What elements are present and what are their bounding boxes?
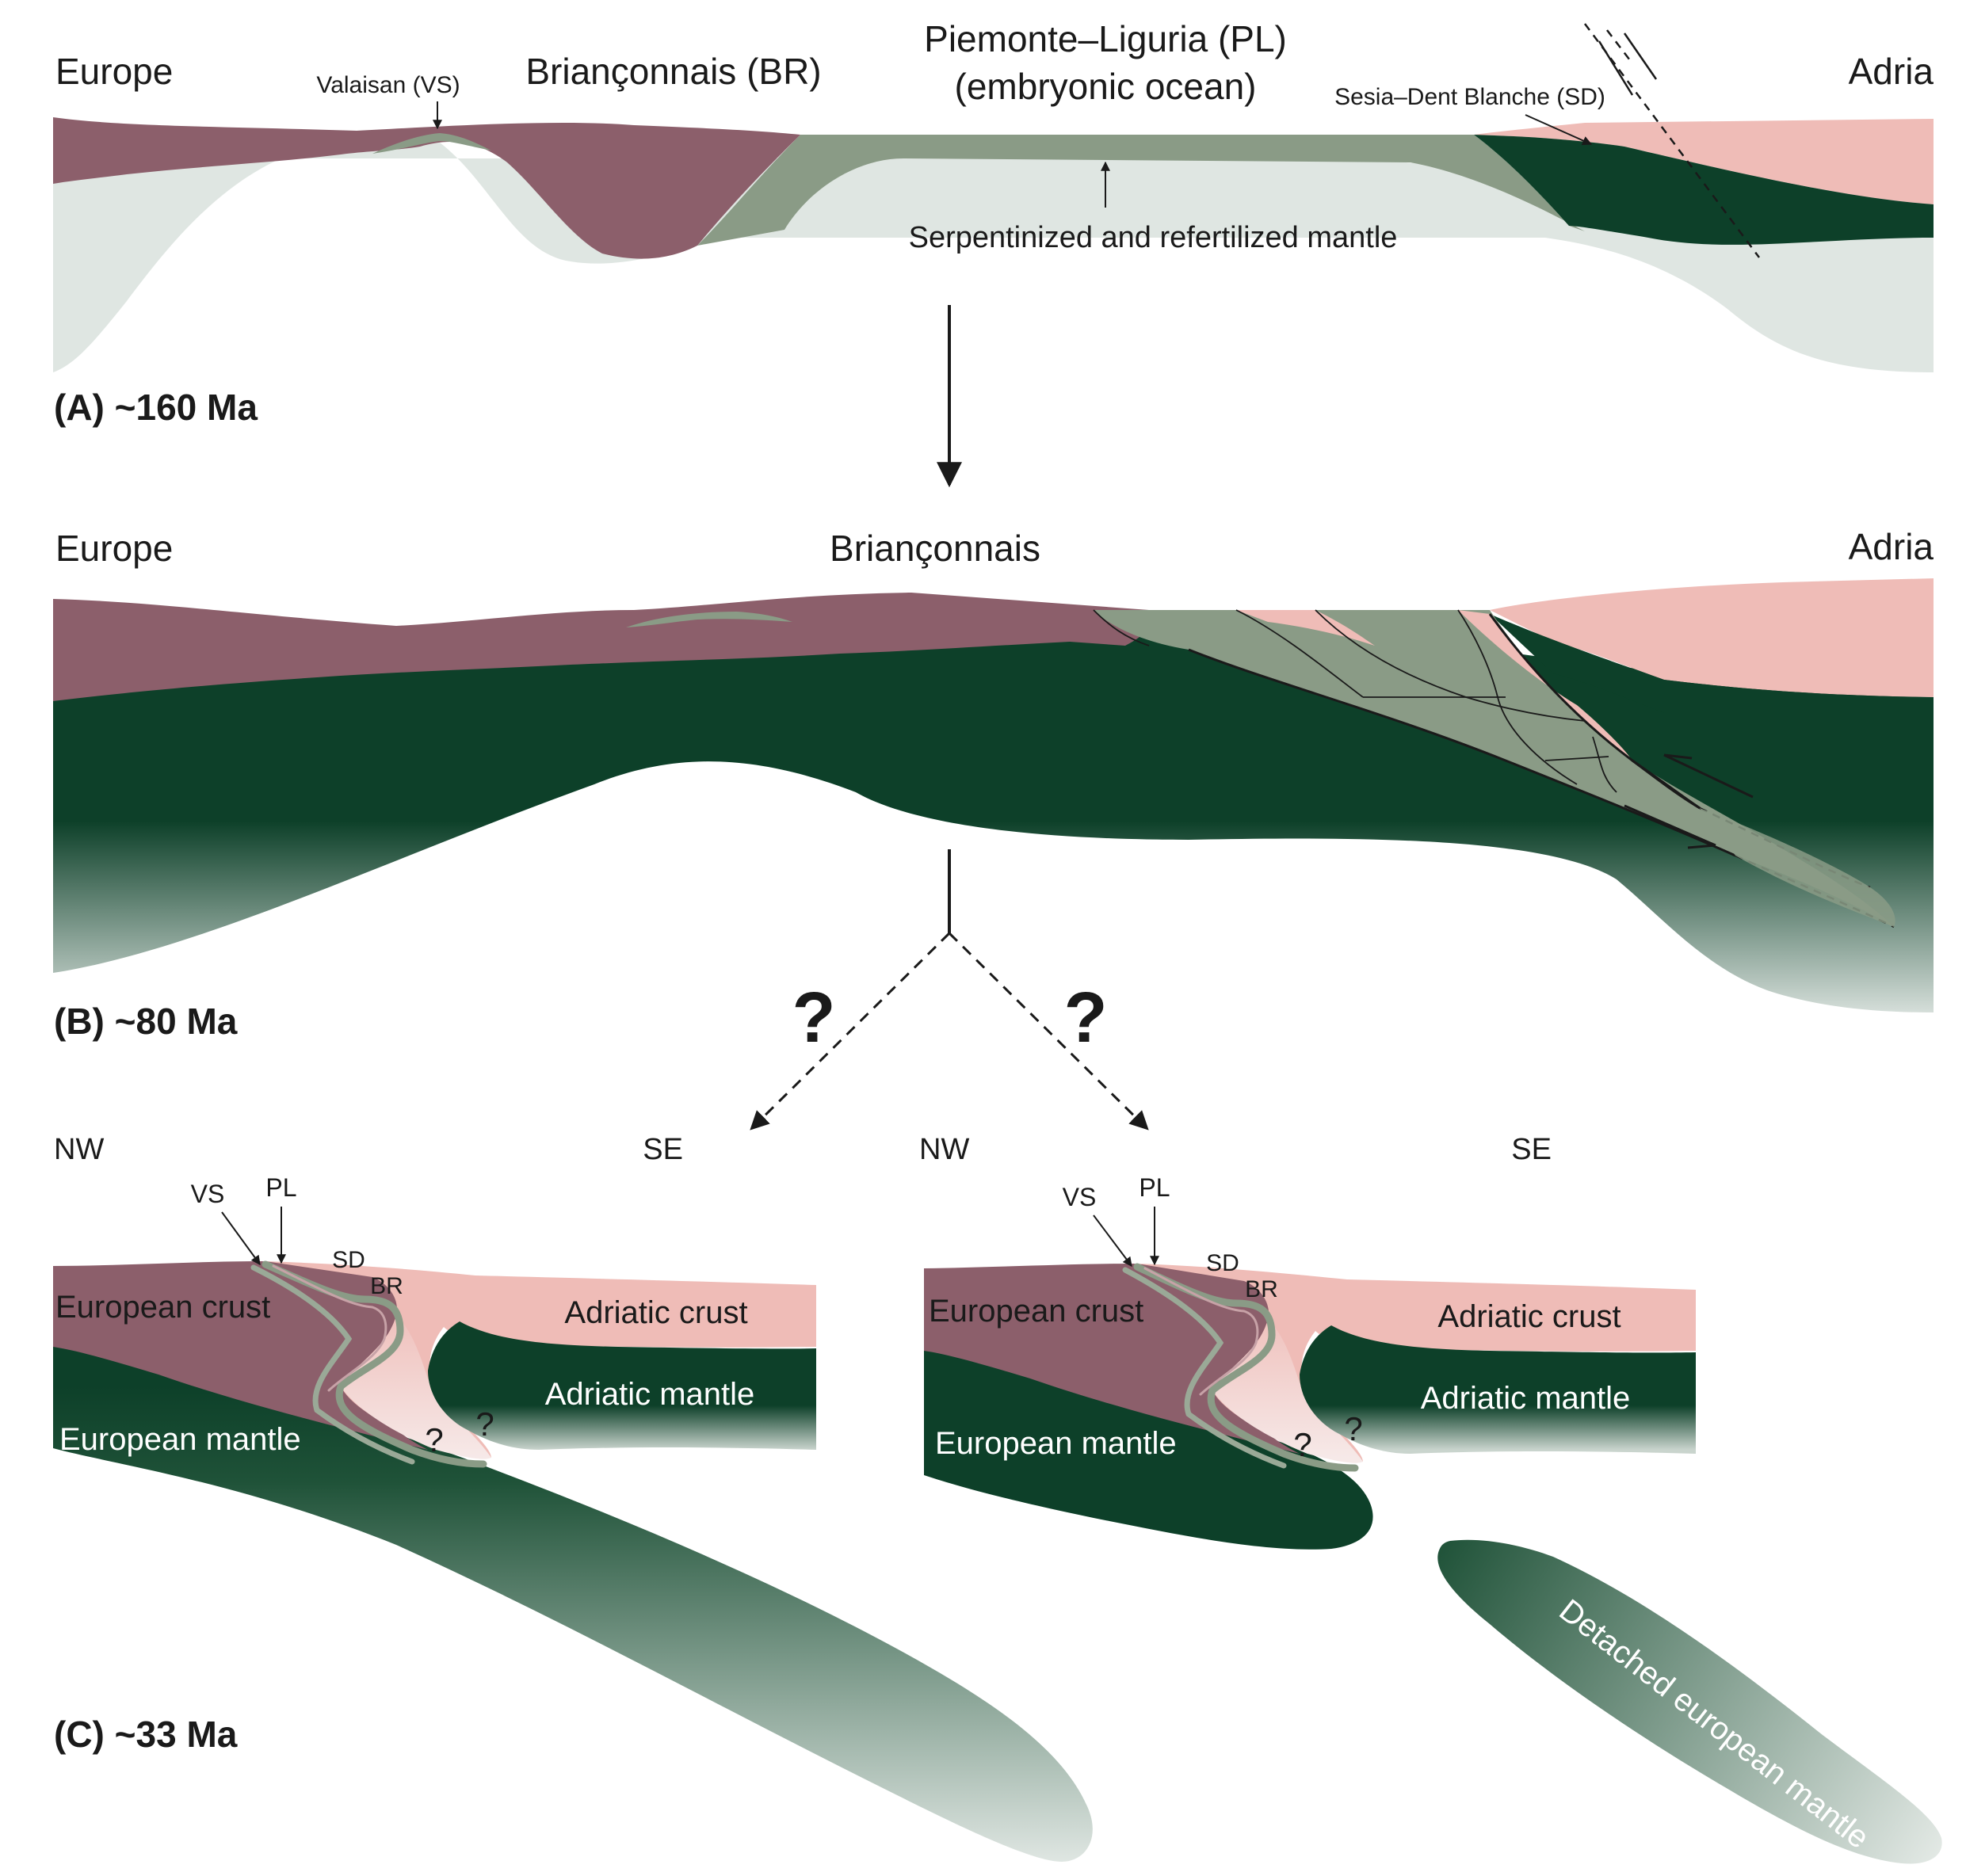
panel-c-left-br-label: BR [370, 1273, 403, 1299]
panel-c-left: NW SE VS PL SD BR European crust Adriati… [53, 1133, 1093, 1862]
panel-b: Europe Briançonnais Adria (B) ~80 Ma [53, 526, 1934, 1042]
panel-c-right: NW SE VS PL SD BR European crust Adriati… [919, 1133, 1942, 1864]
panel-a-sesia-label: Sesia–Dent Blanche (SD) [1334, 84, 1605, 110]
panel-a-europe-label: Europe [55, 51, 173, 92]
panel-c-left-sd-label: SD [332, 1247, 365, 1273]
panel-c-right-vs-label: VS [1063, 1183, 1097, 1211]
panel-c-left-question-1: ? [425, 1421, 443, 1458]
panel-c-right-detached-mantle [1437, 1539, 1942, 1864]
branch-question-right: ? [1064, 978, 1108, 1058]
panel-c-right-european-mantle-label: European mantle [935, 1426, 1177, 1461]
panel-c-left-ophiolite-bands [250, 1260, 487, 1468]
panel-c-right-nw-label: NW [919, 1133, 969, 1166]
panel-c-left-european-crust [53, 1261, 428, 1450]
panel-a-sesia-arrow [1525, 114, 1593, 146]
panel-b-sd-slice-pink [1236, 610, 1375, 646]
panel-a-brianconnais-label: Briançonnais (BR) [525, 51, 821, 92]
panel-c-left-adriatic-mantle [428, 1321, 816, 1450]
panel-c-right-pl-label: PL [1139, 1173, 1170, 1202]
panel-b-adria-mantle [1490, 614, 1934, 713]
panel-a-serpentinized-label: Serpentinized and refertilized mantle [909, 221, 1398, 254]
panel-c-left-adriatic-mantle-label: Adriatic mantle [545, 1377, 755, 1412]
panel-c-left-european-slab [53, 1339, 1093, 1862]
panel-c-left-nw-label: NW [54, 1133, 104, 1166]
panel-c-right-european-crust [924, 1264, 1300, 1454]
panel-c-right-adriatic-mantle [1300, 1325, 1696, 1454]
panel-c-right-br-label: BR [1245, 1276, 1278, 1302]
panel-c-left-se-label: SE [643, 1133, 683, 1166]
panel-b-shear-arrows [1624, 753, 1754, 849]
panel-c-right-se-label: SE [1511, 1133, 1552, 1166]
panel-c-right-pink-fade [1212, 1319, 1363, 1463]
panel-c-left-pink-fade [341, 1315, 491, 1459]
panel-b-european-crust [53, 593, 1151, 701]
panel-a-caption: (A) ~160 Ma [54, 387, 258, 428]
panel-b-subducted-wedge [1094, 610, 1894, 927]
panel-a-valais-serpentinite [372, 133, 491, 154]
panel-c-right-adriatic-mantle-label: Adriatic mantle [1421, 1381, 1631, 1416]
panel-b-sd-slice-pink-2 [1458, 610, 1632, 761]
panel-c-left-european-mantle-label: European mantle [59, 1422, 301, 1457]
transition-branch-b-to-c: ? ? [750, 849, 1149, 1131]
panel-a-adria-label: Adria [1849, 51, 1934, 92]
panel-c-left-vs-label: VS [191, 1180, 225, 1208]
panel-b-caption: (B) ~80 Ma [54, 1001, 238, 1042]
panel-c-right-vs-arrow [1093, 1214, 1132, 1267]
panel-b-adria-label: Adria [1849, 526, 1934, 567]
panel-b-fault-lines [1093, 609, 1736, 857]
panel-c-right-question-2: ? [1344, 1410, 1362, 1447]
panel-a-valaisan-label: Valaisan (VS) [316, 72, 460, 98]
panel-c-right-european-mantle [924, 1347, 1373, 1550]
panel-a-piemonte-liguria-label: Piemonte–Liguria (PL) [924, 18, 1287, 59]
panel-a-serpentinized-mantle [697, 135, 1585, 246]
panel-c-right-detached-label: Detached european mantle [1552, 1592, 1875, 1855]
panel-a-european-crust [53, 117, 800, 259]
panel-a-mantle [53, 130, 1934, 373]
branch-question-left: ? [792, 978, 836, 1058]
panel-b-europe-label: Europe [55, 528, 173, 569]
panel-c-right-ophiolite-bands [1122, 1263, 1359, 1472]
panel-c-right-question-1: ? [1293, 1426, 1311, 1463]
panel-c-left-question-2: ? [475, 1405, 494, 1443]
panel-a-embryonic-ocean-label: (embryonic ocean) [955, 66, 1257, 107]
panel-c-left-vs-arrow [221, 1211, 261, 1265]
panel-a-normal-fault [1583, 23, 1761, 258]
panel-c-left-pl-label: PL [265, 1173, 296, 1202]
panel-c-right-adriatic-crust-label: Adriatic crust [1437, 1299, 1621, 1334]
panel-b-brianconnais-serpentinite [626, 612, 792, 627]
panel-c-right-sd-label: SD [1206, 1250, 1239, 1276]
panel-a-adria-mantle-wedge [1474, 135, 1934, 245]
panel-b-adriatic-crust [1490, 578, 1934, 697]
panel-b-brianconnais-label: Briançonnais [830, 528, 1040, 569]
panel-c-left-european-crust-label: European crust [55, 1290, 270, 1325]
panel-b-slab-tip [1700, 808, 1895, 927]
panel-c-caption: (C) ~33 Ma [54, 1714, 238, 1755]
panel-c-left-adriatic-crust-label: Adriatic crust [564, 1295, 747, 1330]
panel-a: Europe Adria Valaisan (VS) Briançonnais … [53, 18, 1934, 428]
panel-c-right-european-crust-label: European crust [929, 1294, 1143, 1329]
